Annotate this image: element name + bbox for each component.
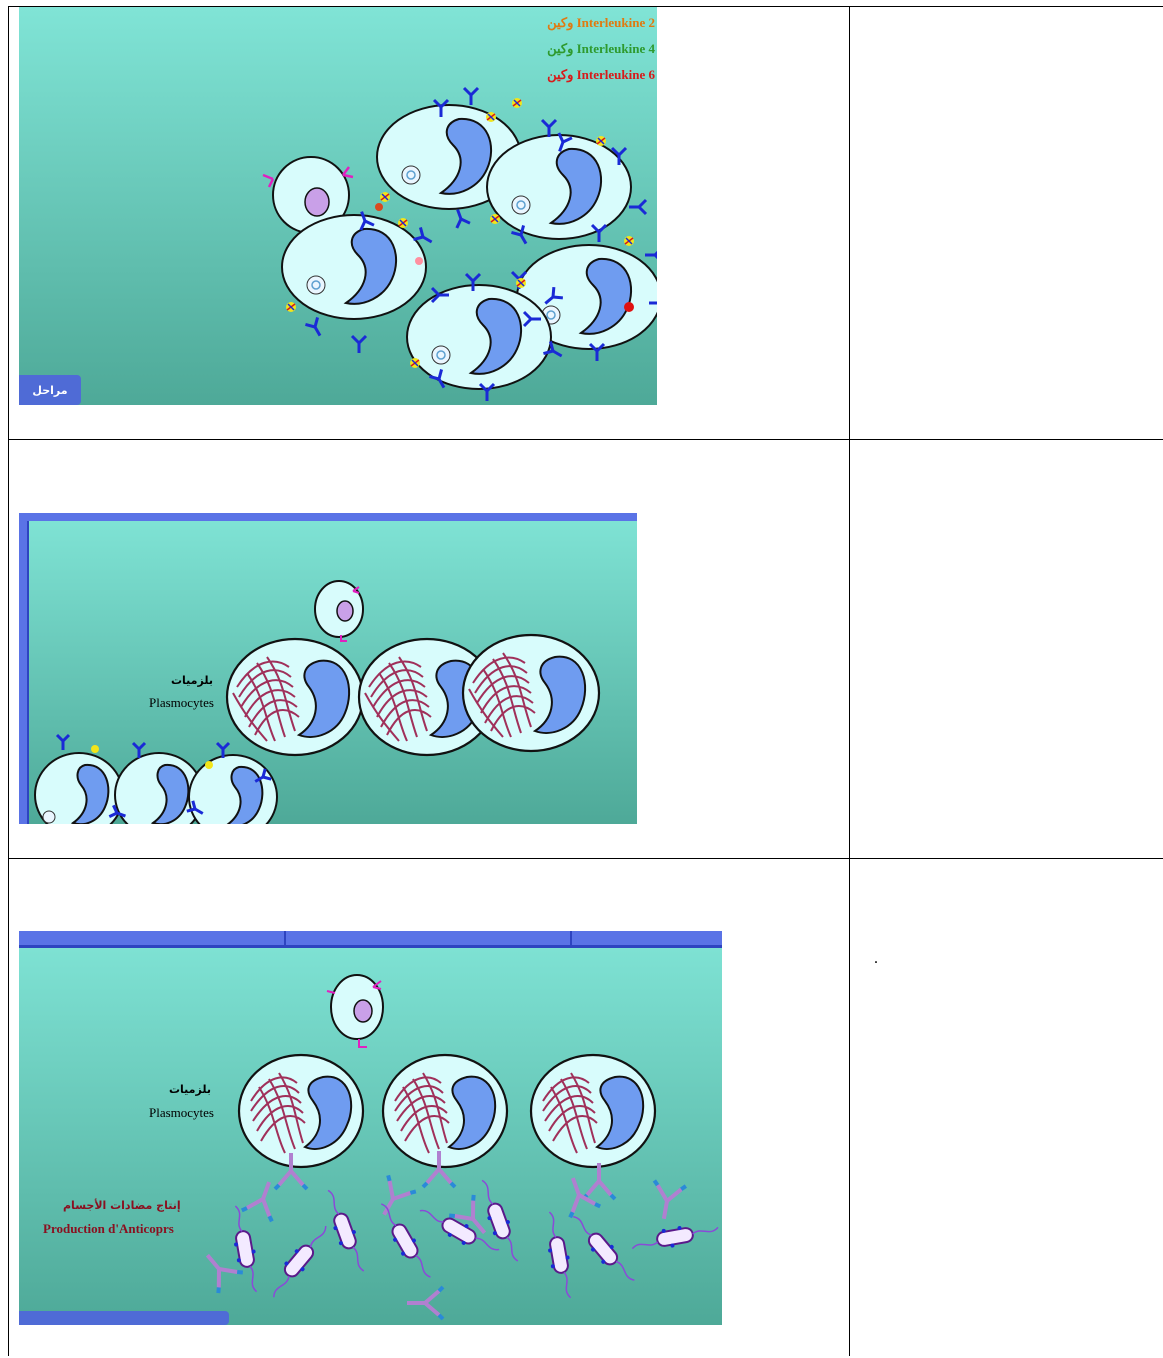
table-border-left [8,6,9,1356]
stages-button-partial[interactable] [19,1311,229,1325]
figure-plasmocytes: بلزميات Plasmocytes [19,513,637,824]
antibody-production-arabic-label: إنتاج مضادات الأجسام [63,1199,181,1212]
figure-lymphocyte-proliferation: Interleukine 2 وكين Interleukine 4 وكين … [19,7,657,405]
right-cell-3: . [874,950,878,968]
figure-antibody-production: بلزميات Plasmocytes إنتاج مضادات الأجسام… [19,931,722,1325]
plasmocytes-arabic-label: بلزميات [169,1083,211,1096]
document-table: . [8,6,1163,1356]
plasmocytes-illustration [19,513,637,824]
stages-button[interactable]: مراحل [19,375,81,405]
plasmocytes-french-label: Plasmocytes [149,695,214,711]
table-column-divider [849,6,850,1356]
interleukin-2-label: Interleukine 2 وكين [547,15,655,31]
table-row-divider-2 [8,858,1163,859]
antibody-production-illustration [19,931,722,1325]
plasmocytes-french-label: Plasmocytes [149,1105,214,1121]
interleukin-4-label: Interleukine 4 وكين [547,41,655,57]
interleukin-6-label: Interleukine 6 وكين [547,67,655,83]
plasmocytes-arabic-label: بلزميات [171,674,213,687]
table-row-divider-1 [8,439,1163,440]
antibody-production-french-label: Production d'Anticoprs [43,1221,174,1237]
